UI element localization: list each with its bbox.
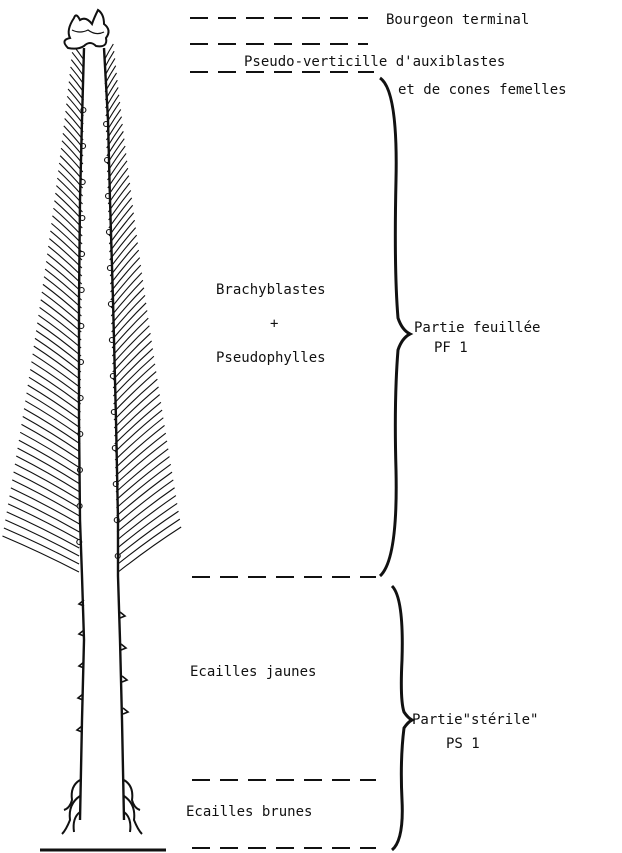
needle-left <box>72 52 84 68</box>
needle-left <box>50 231 82 260</box>
label-terminal-bud: Bourgeon terminal <box>386 12 529 28</box>
needle-right <box>113 356 153 396</box>
needle-left <box>44 277 81 308</box>
needle-left <box>47 254 81 284</box>
brace-leafy-part <box>380 78 410 576</box>
needle-right <box>118 519 180 564</box>
needle-left <box>40 307 82 340</box>
needle-right <box>114 387 158 428</box>
needle-left <box>35 338 81 372</box>
needle-right <box>109 198 132 228</box>
needle-left <box>46 261 81 292</box>
label-sterile-part-code: PS 1 <box>446 736 480 752</box>
needle-right <box>114 379 157 420</box>
needle-right <box>111 265 141 300</box>
needle-right <box>115 418 163 460</box>
needle-left <box>33 354 81 388</box>
needle-left <box>71 60 83 76</box>
label-brachyblasts: Brachyblastes <box>216 282 326 298</box>
needle-right <box>110 220 135 252</box>
label-pseudo-whorl-line2: et de cones femelles <box>398 82 567 98</box>
needle-left <box>42 292 82 324</box>
brace-sterile-part <box>392 586 412 850</box>
needle-right <box>109 190 131 220</box>
needle-left <box>30 369 80 404</box>
needle-right <box>114 372 156 412</box>
needle-right <box>118 527 181 572</box>
needle-right <box>110 235 137 268</box>
needle-right <box>116 449 168 492</box>
needle-left <box>36 331 81 364</box>
needle-right <box>110 250 138 284</box>
needle-left <box>38 315 81 348</box>
needle-right <box>115 402 161 444</box>
needle-left <box>52 216 82 244</box>
label-sterile-part: Partie"stérile" <box>412 712 538 728</box>
boundary-lines <box>190 18 376 848</box>
label-pseudo-whorl-line1: Pseudo-verticille d'auxiblastes <box>244 54 505 70</box>
needle-right <box>111 258 140 292</box>
needle-left <box>45 269 81 300</box>
needle-right <box>116 433 166 476</box>
needles-left <box>2 45 85 572</box>
needle-right <box>112 318 148 356</box>
needle-right <box>114 395 159 436</box>
label-brown-scales: Ecailles brunes <box>186 804 312 820</box>
needle-left <box>31 362 80 396</box>
needle-right <box>113 349 153 388</box>
needle-left <box>48 246 82 276</box>
needles-right <box>104 44 182 572</box>
needle-right <box>115 425 164 468</box>
needle-left <box>70 74 84 92</box>
needle-left <box>51 223 82 252</box>
needle-left <box>37 323 81 356</box>
needle-left <box>41 300 82 332</box>
needle-right <box>108 183 129 212</box>
label-yellow-scales: Ecailles jaunes <box>190 664 316 680</box>
needle-right <box>113 333 151 372</box>
needle-left <box>69 82 84 100</box>
needle-right <box>116 441 167 484</box>
terminal-bud <box>64 10 108 49</box>
needle-left <box>34 346 81 380</box>
needle-left <box>43 284 82 316</box>
brown-scales <box>62 780 142 834</box>
needle-left <box>49 239 82 268</box>
needle-right <box>109 205 133 236</box>
needle-right <box>113 326 150 364</box>
needle-right <box>115 410 162 452</box>
needle-left <box>68 89 83 108</box>
needle-right <box>114 364 155 404</box>
needle-right <box>109 213 133 244</box>
needle-left <box>71 67 84 84</box>
label-leafy-part-code: PF 1 <box>434 340 468 356</box>
label-pseudophylls: Pseudophylles <box>216 350 326 366</box>
needle-right <box>113 341 152 380</box>
label-leafy-part: Partie feuillée <box>414 320 540 336</box>
needle-right <box>110 243 138 276</box>
label-plus: + <box>270 316 278 332</box>
needle-right <box>110 228 136 260</box>
